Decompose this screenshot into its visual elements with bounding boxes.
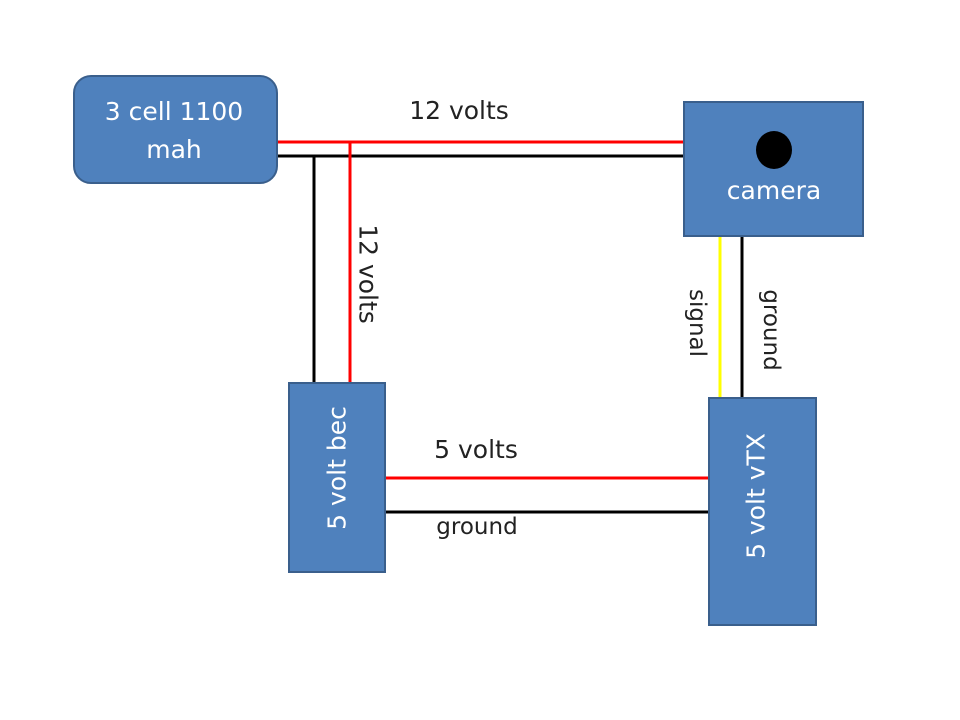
camera-box-shape [683,101,864,237]
battery-box-shape [73,75,278,184]
battery-label-line2: mah [146,135,202,164]
vtx-box-shape [708,397,817,626]
label-bec-vtx-power: 5 volts [434,435,518,464]
camera-box: camera [683,101,864,237]
battery-box: 3 cell 1100 mah [73,75,278,184]
bec-box: 5 volt bec [288,382,386,573]
camera-label: camera [727,176,821,205]
bec-box-shape [288,382,386,573]
bec-label: 5 volt bec [323,406,352,530]
label-battery-camera: 12 volts [409,96,509,125]
label-camera-vtx-signal: signal [684,289,710,357]
vtx-box: 5 volt vTX [708,397,817,626]
lens-icon [756,131,792,169]
label-bec-vtx-ground: ground [436,514,517,540]
battery-label-line1: 3 cell 1100 [105,97,243,126]
vtx-label: 5 volt vTX [742,433,771,559]
label-battery-bec: 12 volts [354,224,383,324]
label-camera-vtx-ground: ground [758,289,784,370]
